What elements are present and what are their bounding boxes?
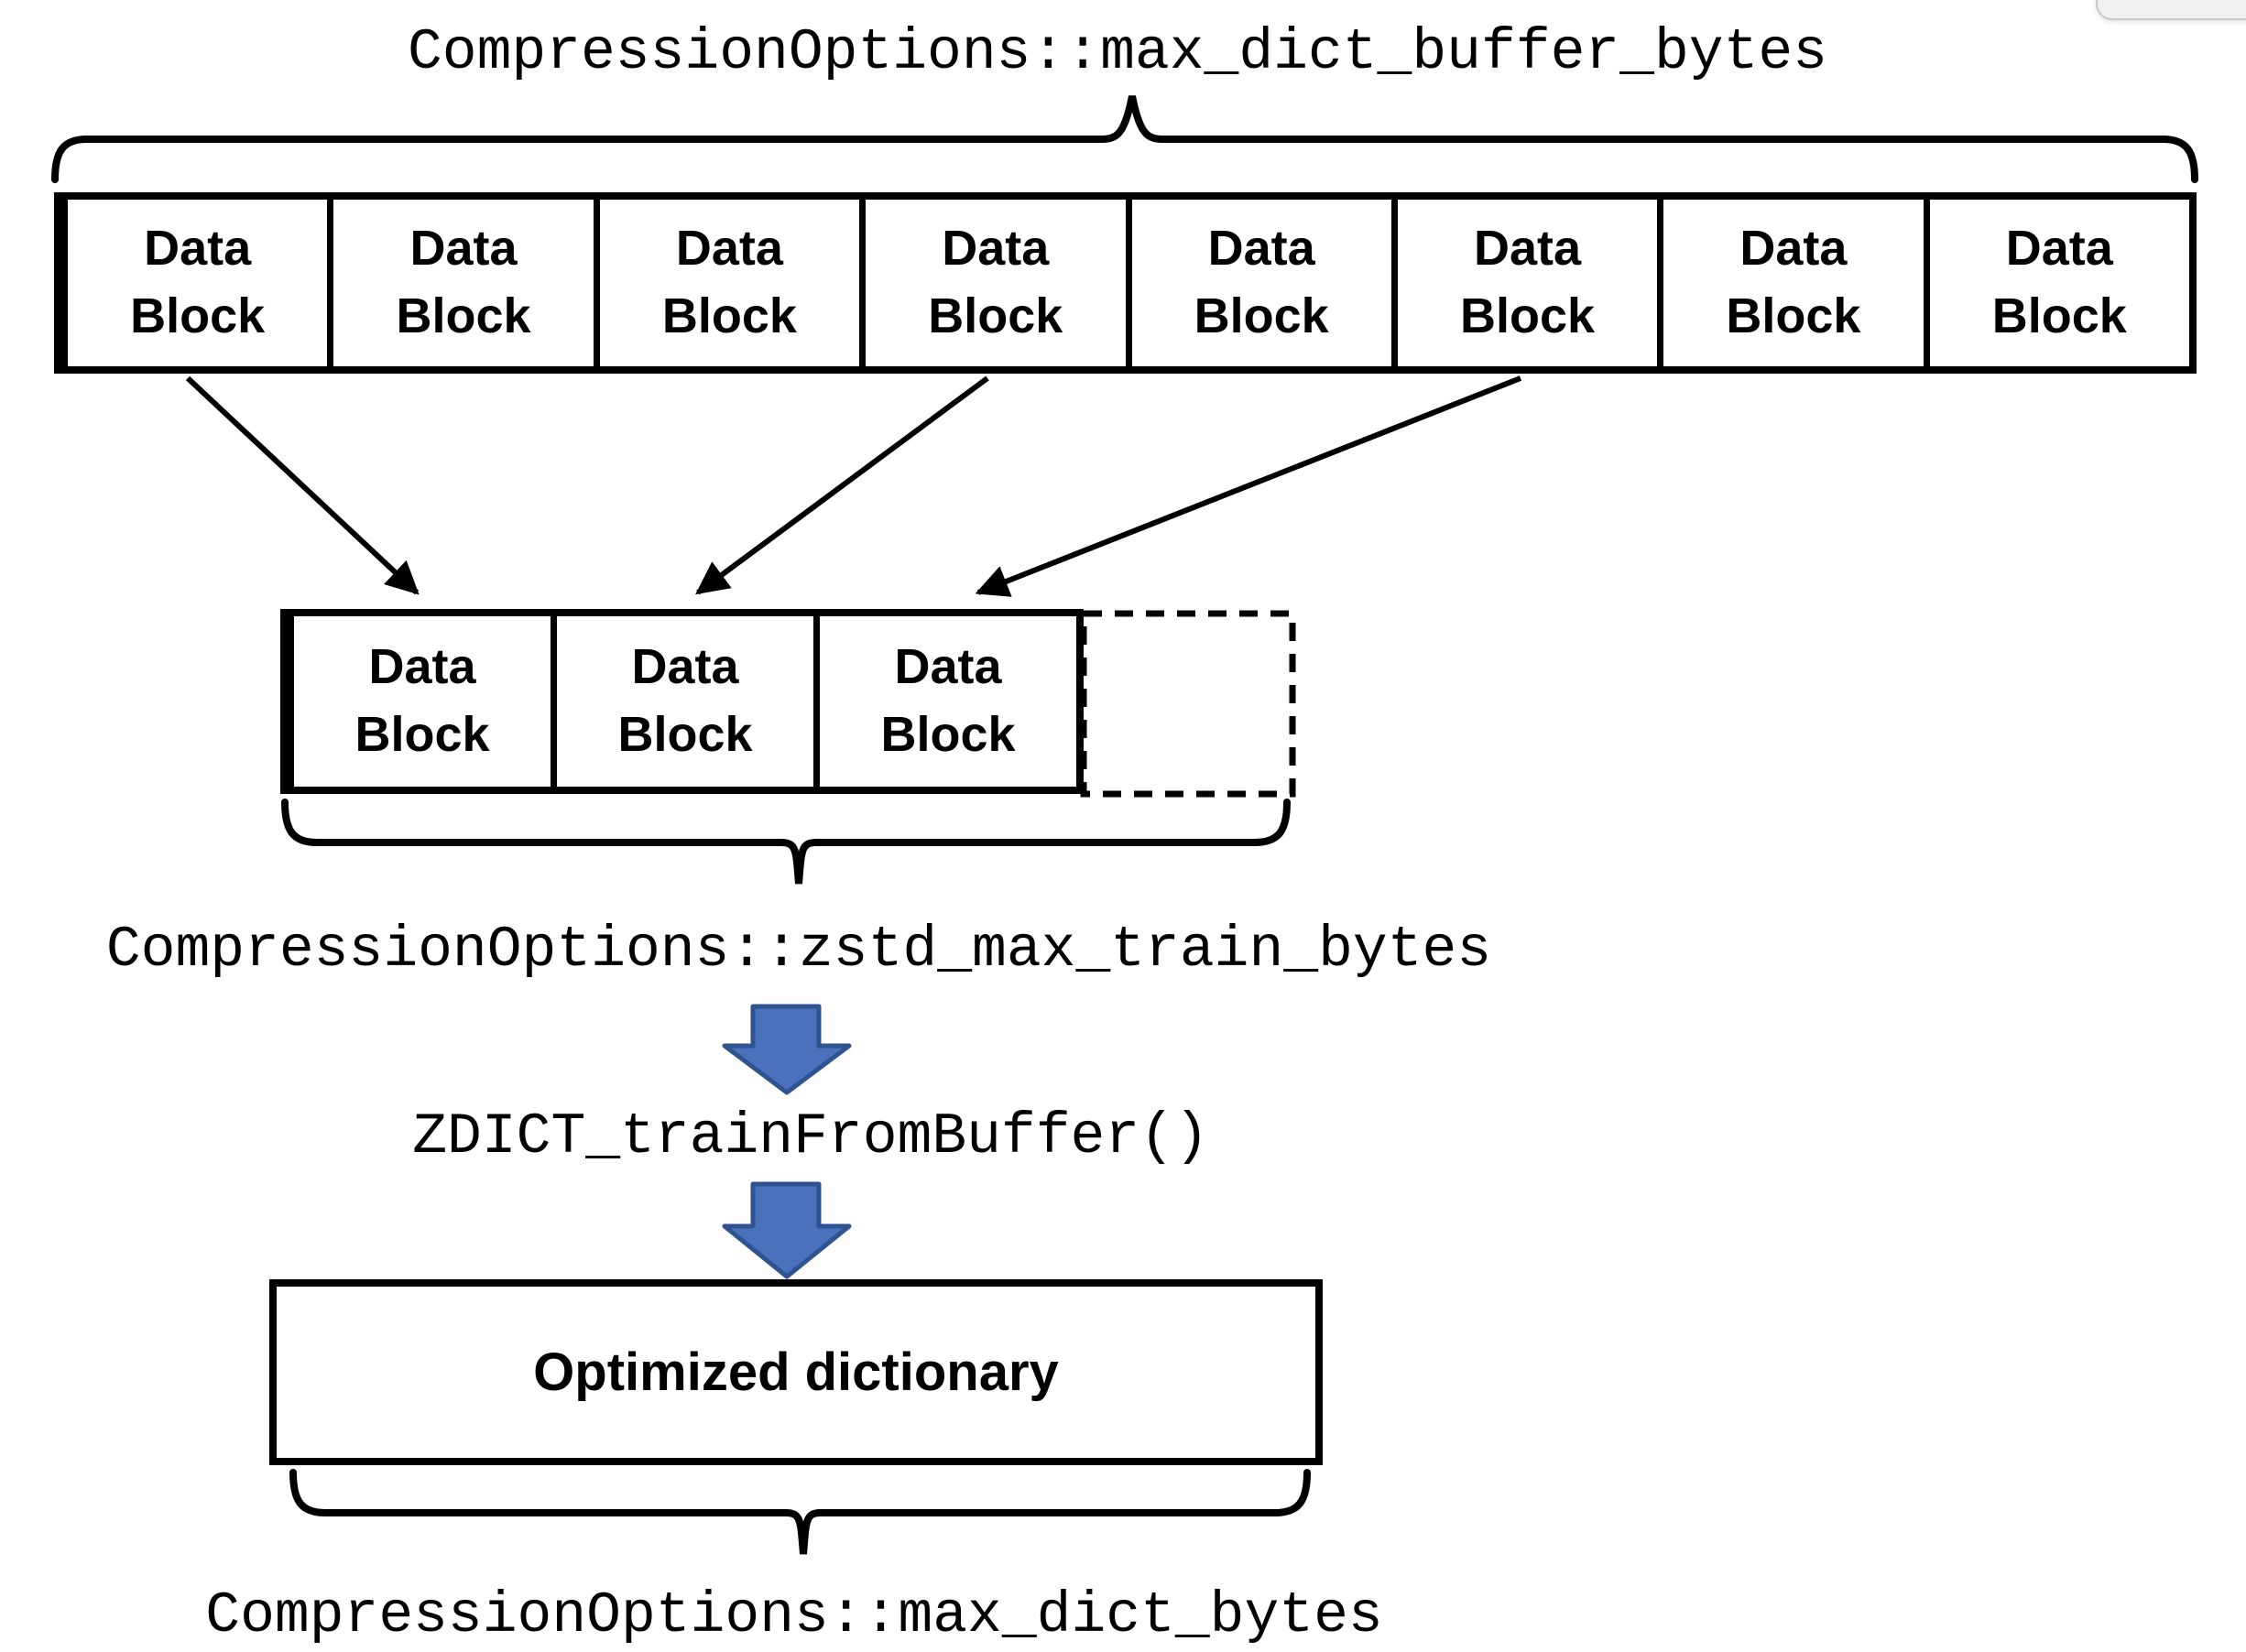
dictionary-brace — [289, 1469, 1311, 1555]
data-block-cell: Data Block — [551, 616, 813, 787]
browser-overlay-corner — [2096, 0, 2246, 20]
sampling-arrows — [185, 375, 1522, 597]
optimized-dictionary-box: Optimized dictionary — [269, 1279, 1323, 1465]
data-block-label: Data Block — [1460, 221, 1596, 343]
data-block-cell: Data Block — [1125, 200, 1391, 366]
buffer-block-row: Data Block Data Block Data Block Data Bl… — [54, 192, 2197, 374]
data-block-cell: Data Block — [288, 616, 551, 787]
max-dict-buffer-bytes-label: CompressionOptions::max_dict_buffer_byte… — [407, 20, 1828, 85]
data-block-label: Data Block — [1991, 221, 2127, 343]
data-block-cell: Data Block — [593, 200, 859, 366]
data-block-label: Data Block — [1194, 221, 1329, 343]
zdict-function-label: ZDICT_trainFromBuffer() — [412, 1104, 1209, 1169]
data-block-cell: Data Block — [813, 616, 1076, 787]
data-block-label: Data Block — [396, 221, 531, 343]
down-arrow-1-icon — [722, 1004, 852, 1095]
data-block-cell: Data Block — [1390, 200, 1657, 366]
data-block-label: Data Block — [880, 639, 1016, 762]
data-block-cell: Data Block — [61, 200, 327, 366]
data-block-label: Data Block — [928, 221, 1063, 343]
train-brace — [281, 799, 1291, 885]
sampling-arrow-2 — [695, 375, 989, 595]
data-block-cell: Data Block — [327, 200, 593, 366]
data-block-cell: Data Block — [859, 200, 1125, 366]
down-arrow-2-icon — [722, 1181, 852, 1279]
sampling-arrow-1 — [185, 375, 420, 595]
data-block-label: Data Block — [354, 639, 490, 762]
data-block-label: Data Block — [130, 221, 266, 343]
data-block-cell: Data Block — [1657, 200, 1923, 366]
data-block-label: Data Block — [617, 639, 753, 762]
train-block-row: Data Block Data Block Data Block — [280, 609, 1084, 794]
zstd-max-train-bytes-label: CompressionOptions::zstd_max_train_bytes — [105, 918, 1492, 983]
buffer-brace — [51, 95, 2198, 183]
data-block-label: Data Block — [661, 221, 797, 343]
data-block-cell: Data Block — [1923, 200, 2189, 366]
placeholder-block — [1080, 610, 1296, 798]
max-dict-bytes-label: CompressionOptions::max_dict_bytes — [205, 1583, 1383, 1648]
optimized-dictionary-label: Optimized dictionary — [533, 1342, 1059, 1402]
sampling-arrow-3 — [975, 375, 1522, 597]
data-block-label: Data Block — [1726, 221, 1861, 343]
